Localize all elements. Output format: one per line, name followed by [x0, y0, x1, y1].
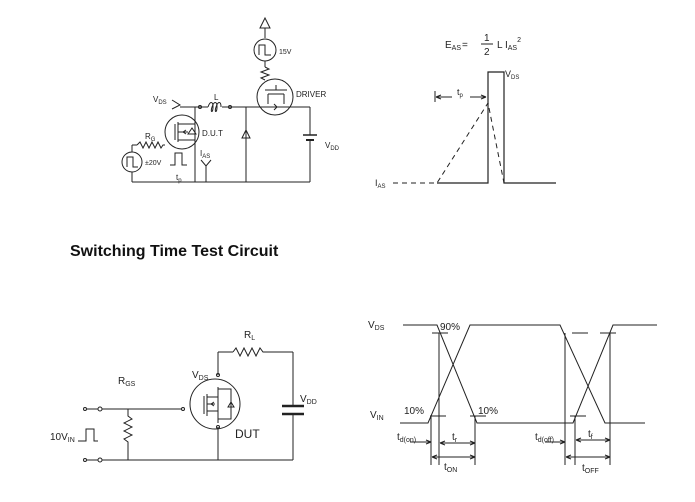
switching-circuit: RL VDS DUT VDD RGS 10VIN [50, 330, 317, 463]
freewheel-diode [241, 128, 251, 139]
ias-label: IAS [375, 178, 386, 190]
section-title: Switching Time Test Circuit [70, 243, 279, 260]
avalanche-waveform: EAS= 1 2 L IAS2 VDS IAS tp [375, 33, 556, 190]
gate-pulse-source [121, 151, 143, 173]
pct10-left-label: 10% [404, 406, 424, 417]
ias-label: IAS [200, 149, 210, 160]
vds-label: VDS [368, 320, 385, 332]
supply-arrow-icon [259, 16, 271, 29]
inductor [207, 102, 222, 112]
vds-label: VDS [192, 370, 209, 382]
dut-label: D.U.T [202, 129, 223, 138]
vdd-label: VDD [325, 141, 340, 152]
rg-resistor [136, 140, 165, 150]
vds-probe-icon [171, 99, 182, 110]
formula-numerator: 1 [484, 33, 490, 44]
gate-resistor [259, 66, 271, 81]
pct10-right-label: 10% [478, 406, 498, 417]
rl-resistor [232, 346, 293, 358]
formula-denominator: 2 [484, 47, 490, 58]
switching-waveform: VDS VIN 90% 10% 10% td(on) tr tON td(off… [368, 320, 657, 475]
supply-label: 15V [279, 49, 292, 56]
td-on-label: td(on) [397, 432, 416, 444]
vds-label: VDS [505, 69, 519, 81]
vdd-label: VDD [300, 394, 317, 406]
tr-label: tr [452, 432, 458, 444]
tp-label: tp [457, 87, 464, 99]
eas-formula: EAS= [445, 40, 468, 52]
driver-mosfet [256, 78, 294, 116]
tf-label: tf [588, 429, 593, 441]
dut-mosfet [189, 378, 241, 430]
pct90-label: 90% [440, 322, 460, 333]
driver-label: DRIVER [296, 90, 326, 99]
ias-probe-icon [200, 159, 212, 182]
td-off-label: td(off) [535, 432, 554, 444]
formula-rhs: L IAS2 [497, 37, 521, 52]
vds-trace [403, 324, 657, 424]
vin-label: VIN [370, 410, 384, 422]
toff-label: tOFF [582, 463, 599, 475]
rg-label: RG [145, 132, 156, 143]
dut-label: DUT [235, 427, 260, 441]
inductor-label: L [214, 93, 219, 102]
vds-label: VDS [153, 95, 167, 106]
gate-voltage-label: ±20V [145, 160, 162, 167]
rgs-label: RGS [118, 376, 136, 388]
avalanche-circuit: 15V DRIVER L VDS VDD D.U.T RG ±20V tp [121, 16, 340, 184]
vin-label: 10VIN [50, 432, 75, 444]
ton-label: tON [444, 462, 457, 474]
rl-label: RL [244, 330, 255, 342]
dut-mosfet [164, 114, 200, 150]
input-terminal [83, 407, 87, 411]
vin-trace [400, 324, 645, 424]
rgs-resistor [122, 409, 134, 460]
tp-label: tp [176, 173, 182, 184]
